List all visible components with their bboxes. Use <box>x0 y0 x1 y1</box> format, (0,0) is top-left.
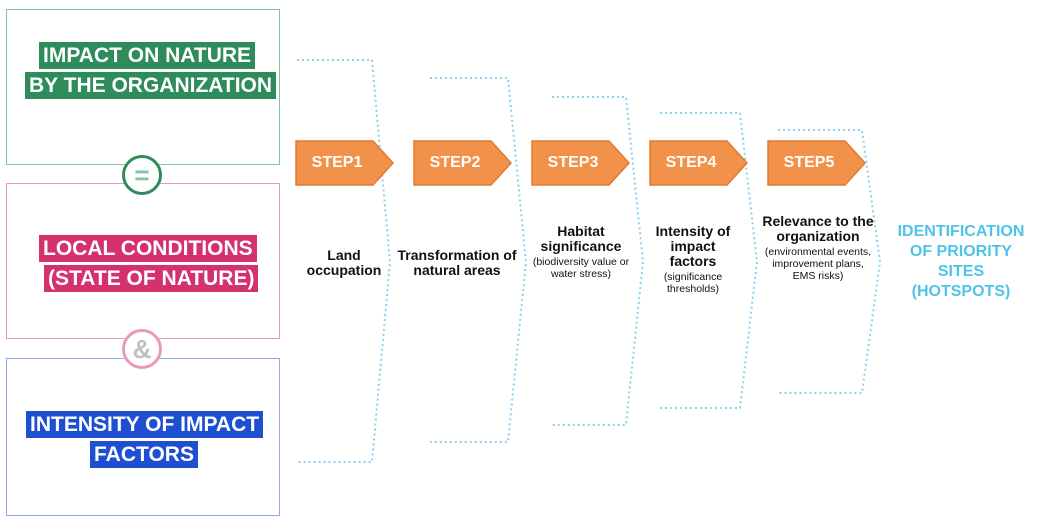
result-line4: (HOTSPOTS) <box>911 283 1011 300</box>
local-conditions-line1: LOCAL CONDITIONS <box>39 235 257 262</box>
step4-description: Intensity of impact factors (significanc… <box>648 223 738 296</box>
step1-arrow <box>295 140 395 186</box>
step1-label: STEP1 <box>311 154 363 171</box>
equals-operator: = <box>122 155 162 195</box>
step5-label: STEP5 <box>783 154 835 171</box>
step1-description: Land occupation <box>300 248 388 278</box>
step3-detail: (biodiversity value or water stress) <box>532 256 630 280</box>
priority-sites-result: IDENTIFICATION OF PRIORITY SITES (HOTSPO… <box>886 222 1036 302</box>
step2-title: Transformation of natural areas <box>397 247 517 278</box>
step2-arrow <box>413 140 513 186</box>
step4-detail: (significance thresholds) <box>663 271 723 295</box>
impact-on-nature-line1: IMPACT ON NATURE <box>39 42 256 69</box>
intensity-factors-line1: INTENSITY OF IMPACT <box>26 411 264 438</box>
step4-label: STEP4 <box>665 154 717 171</box>
step3-description: Habitat significance (biodiversity value… <box>526 223 636 281</box>
step5-arrow <box>767 140 867 186</box>
funnel-stage-2 <box>430 77 528 443</box>
result-line3: SITES <box>937 263 985 280</box>
step4-title: Intensity of impact factors <box>655 223 731 269</box>
step2-description: Transformation of natural areas <box>392 248 522 278</box>
funnel-stage-5 <box>778 129 882 394</box>
step5-description: Relevance to the organization (environme… <box>762 213 874 283</box>
result-line2: OF PRIORITY <box>909 243 1013 260</box>
and-operator: & <box>122 329 162 369</box>
step3-arrow <box>531 140 631 186</box>
step4-arrow <box>649 140 749 186</box>
funnel-stage-1 <box>297 59 392 463</box>
step5-detail: (environmental events, improvement plans… <box>764 246 872 282</box>
local-conditions-line2: (STATE OF NATURE) <box>44 265 259 292</box>
impact-on-nature-line2: BY THE ORGANIZATION <box>25 72 277 99</box>
step3-label: STEP3 <box>547 154 599 171</box>
step5-title: Relevance to the organization <box>762 213 874 244</box>
result-line1: IDENTIFICATION <box>897 223 1025 240</box>
intensity-factors-line2: FACTORS <box>90 441 198 468</box>
step2-label: STEP2 <box>429 154 481 171</box>
step1-title: Land occupation <box>306 247 382 278</box>
step3-title: Habitat significance <box>540 223 622 254</box>
